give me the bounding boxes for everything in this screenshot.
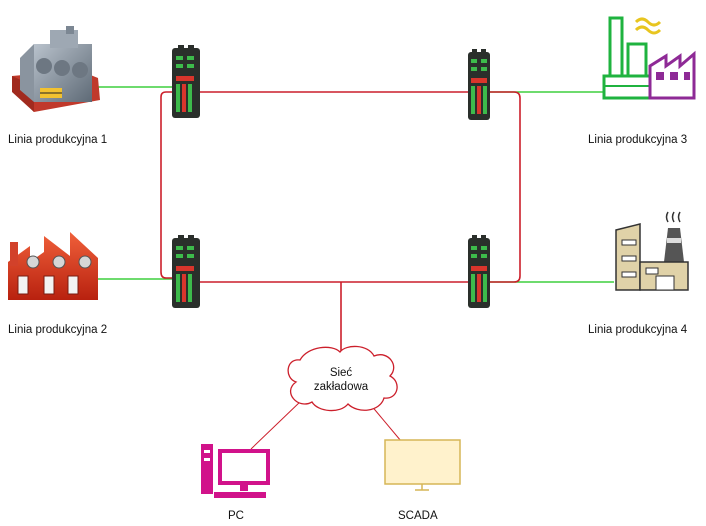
switch-bottom-right[interactable]	[468, 235, 490, 308]
green-purple-factory-icon	[602, 16, 696, 100]
cloud-icon	[287, 345, 398, 412]
beige-factory-icon	[615, 211, 689, 291]
switch-top-left[interactable]	[172, 45, 200, 118]
pc-icon[interactable]	[201, 444, 270, 498]
factory-building-icon	[12, 26, 100, 112]
switch-top-right[interactable]	[468, 49, 490, 120]
label-line4: Linia produkcyjna 4	[588, 324, 688, 336]
ring-network	[160, 91, 521, 352]
label-line3: Linia produkcyjna 3	[588, 134, 688, 146]
monitor-icon[interactable]	[384, 439, 461, 491]
network-label: Sieć zakładowa	[300, 366, 382, 394]
network-label-line1: Sieć	[329, 367, 353, 379]
label-line2: Linia produkcyjna 2	[8, 324, 108, 336]
red-factory-icon	[8, 232, 98, 300]
label-line1: Linia produkcyjna 1	[8, 134, 108, 146]
link-network-devices	[250, 399, 402, 450]
label-scada: SCADA	[398, 510, 438, 522]
label-pc: PC	[228, 510, 244, 522]
switch-bottom-left[interactable]	[172, 235, 200, 308]
network-label-line2: zakładowa	[313, 381, 369, 393]
